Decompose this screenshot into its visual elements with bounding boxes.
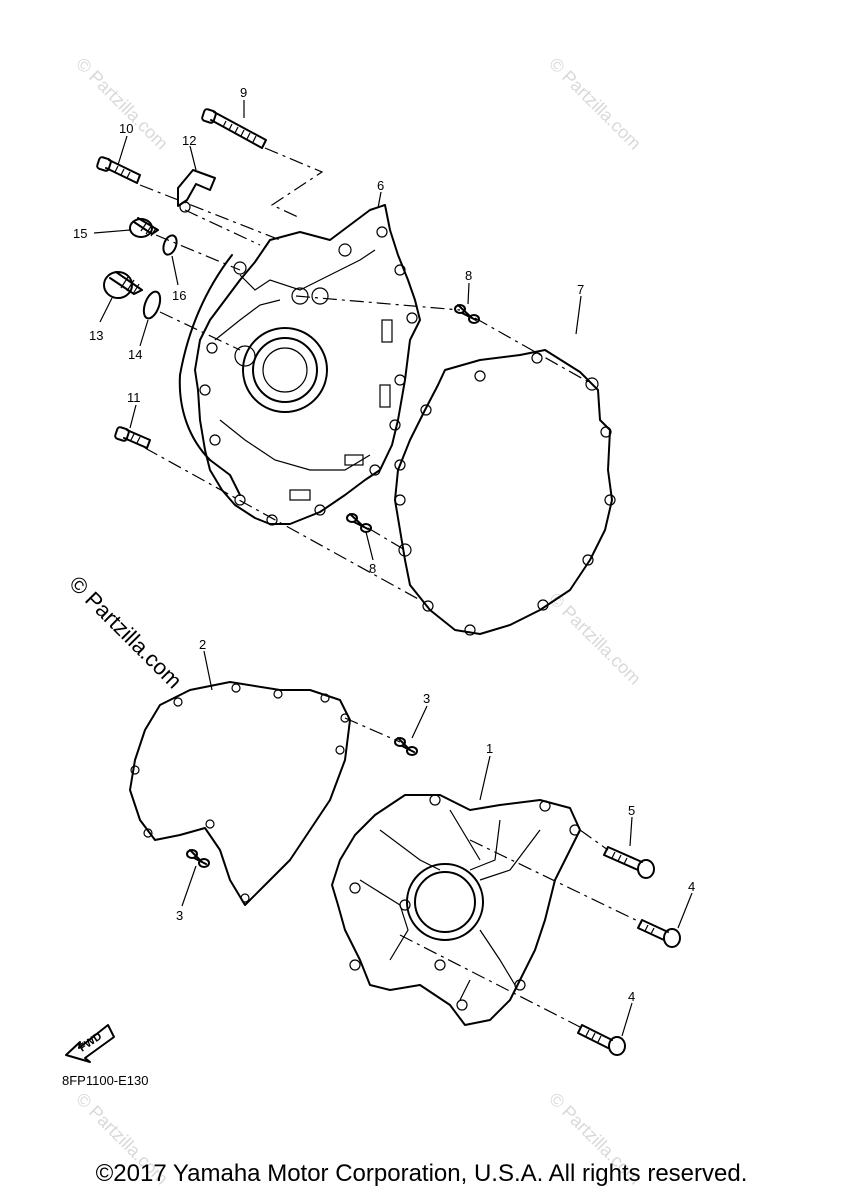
callout-16: 16 (172, 288, 186, 303)
dowel-pin-3-right (394, 737, 418, 756)
callout-8-upper: 8 (465, 268, 472, 283)
plug-13 (103, 271, 143, 299)
callout-9: 9 (240, 85, 247, 100)
callout-4-upper: 4 (688, 879, 695, 894)
bolt-11 (114, 426, 151, 449)
dowel-pin-3-left (186, 849, 210, 868)
watermark-mid-right: © Partzilla.com (545, 589, 645, 689)
callout-6: 6 (377, 178, 384, 193)
plug-15 (129, 217, 159, 238)
copyright-notice: ©2017 Yamaha Motor Corporation, U.S.A. A… (95, 1160, 748, 1187)
bolt-5 (603, 846, 655, 879)
callout-2: 2 (199, 637, 206, 652)
callout-4-lower: 4 (628, 989, 635, 1004)
dowel-pin-8-upper (454, 304, 480, 324)
gasket-2 (129, 681, 351, 906)
watermark-main: © Partzilla.com (64, 571, 187, 694)
callout-leaders (93, 100, 693, 1037)
callout-14: 14 (128, 347, 142, 362)
callout-10: 10 (119, 121, 133, 136)
alignment-lines-lower (344, 717, 643, 1029)
fwd-arrow-icon: FWD (65, 1024, 115, 1063)
bolt-9 (201, 108, 267, 149)
bolt-4-lower (577, 1024, 626, 1056)
bolt-10 (96, 156, 141, 184)
callout-3-left: 3 (176, 908, 183, 923)
fwd-label: FWD (77, 1030, 104, 1054)
dowel-pin-8-lower (346, 513, 372, 533)
callout-11: 11 (127, 390, 141, 405)
bolt-4-upper (637, 919, 681, 948)
watermark-top-left: © Partzilla.com (72, 54, 172, 154)
gasket-7 (394, 349, 616, 636)
callout-7: 7 (577, 282, 584, 297)
callout-12: 12 (182, 133, 196, 148)
o-ring-16 (162, 234, 178, 256)
clip-12 (177, 169, 216, 213)
callout-1: 1 (486, 741, 493, 756)
crankcase-cover-6 (178, 204, 421, 526)
alignment-lines-upper (139, 147, 593, 601)
callout-8-lower: 8 (369, 561, 376, 576)
callout-15: 15 (73, 226, 87, 241)
callout-3-right: 3 (423, 691, 430, 706)
callout-labels: 9 10 12 15 16 13 14 11 6 8 7 8 2 3 3 1 5… (73, 85, 695, 1004)
generator-cover-1 (331, 794, 581, 1026)
o-ring-14 (142, 290, 162, 320)
callout-13: 13 (89, 328, 103, 343)
watermark-top-right: © Partzilla.com (545, 54, 645, 154)
diagram-code: 8FP1100-E130 (62, 1073, 149, 1088)
callout-5: 5 (628, 803, 635, 818)
